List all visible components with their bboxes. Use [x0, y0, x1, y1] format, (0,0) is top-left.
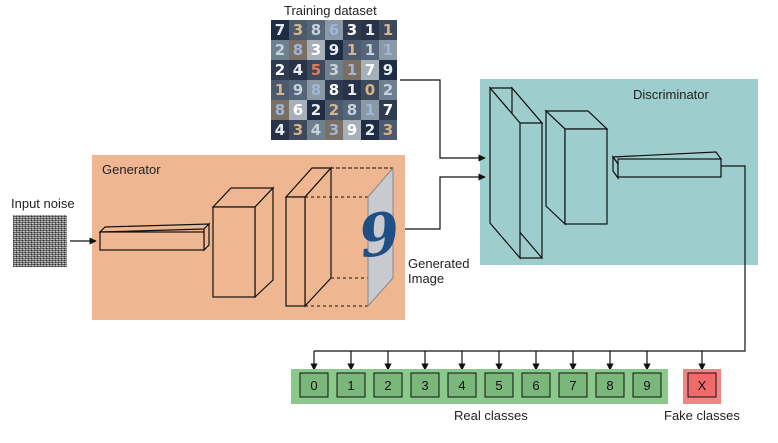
input-noise-image: [13, 215, 67, 267]
real-class-box: [595, 372, 625, 398]
dataset-tile: 3: [325, 120, 343, 140]
real-class-label: 1: [347, 378, 354, 393]
real-class-label: 6: [532, 378, 539, 393]
generated-image-label: Generated Image: [408, 256, 469, 286]
dataset-tile: 9: [343, 120, 361, 140]
real-class-label: 0: [310, 378, 317, 393]
generated-image-label-line1: Generated: [408, 256, 470, 271]
dataset-tile: 1: [361, 20, 379, 40]
input-noise-label: Input noise: [11, 196, 75, 211]
dataset-tile: 2: [271, 60, 289, 80]
fake-class-label: X: [698, 378, 707, 393]
dataset-tile: 4: [289, 60, 307, 80]
dataset-tile: 1: [361, 100, 379, 120]
dataset-tile: 3: [379, 120, 397, 140]
projection-lines: [305, 167, 393, 307]
dataset-tile: 2: [271, 40, 289, 60]
dataset-tile: 8: [343, 100, 361, 120]
dataset-tile: 4: [271, 120, 289, 140]
dataset-tile: 9: [325, 40, 343, 60]
dataset-tile: 7: [361, 60, 379, 80]
dataset-tile: 1: [271, 80, 289, 100]
dataset-tile: 1: [361, 40, 379, 60]
real-class-box: [632, 372, 662, 398]
real-class-box: [447, 372, 477, 398]
discriminator-output-layer: [611, 151, 723, 180]
generator-input-layer: [98, 222, 211, 252]
real-classes-label: Real classes: [454, 408, 528, 423]
dataset-tile: 1: [343, 80, 361, 100]
fake-classes-label: Fake classes: [664, 408, 740, 423]
dataset-tile: 3: [343, 20, 361, 40]
training-dataset-label: Training dataset: [284, 3, 377, 18]
dataset-tile: 7: [379, 100, 397, 120]
real-class-box: [484, 372, 514, 398]
real-class-label: 9: [643, 378, 650, 393]
dataset-tile: 8: [307, 20, 325, 40]
output-route: [314, 165, 746, 352]
real-class-label: 8: [606, 378, 613, 393]
real-class-box: [373, 372, 403, 398]
generator-label: Generator: [102, 162, 161, 177]
dataset-tile: 3: [289, 120, 307, 140]
dataset-tile: 8: [325, 80, 343, 100]
dataset-tile: 9: [289, 80, 307, 100]
dataset-tile: 1: [343, 40, 361, 60]
generated-image: 9: [355, 166, 404, 308]
dataset-tile: 9: [379, 60, 397, 80]
dataset-tile: 1: [343, 60, 361, 80]
dataset-tile: 6: [325, 20, 343, 40]
real-class-box: [558, 372, 588, 398]
dataset-tile: 8: [307, 80, 325, 100]
dataset-tile: 2: [361, 120, 379, 140]
discriminator-label: Discriminator: [633, 87, 709, 102]
generator-output-layer: [284, 166, 333, 308]
real-class-label: 4: [458, 378, 465, 393]
discriminator-input-layer: [488, 86, 544, 260]
dataset-tile: 3: [289, 20, 307, 40]
real-class-label: 7: [569, 378, 576, 393]
dataset-tile: 7: [271, 20, 289, 40]
real-class-box: [336, 372, 366, 398]
generator-hidden-cube: [211, 186, 275, 299]
dataset-tile: 2: [379, 80, 397, 100]
real-class-label: 3: [421, 378, 428, 393]
discriminator-hidden-cube: [544, 109, 609, 226]
dataset-tile: 2: [307, 100, 325, 120]
arrow-generated-to-discriminator: [405, 173, 486, 230]
dataset-tile: 5: [307, 60, 325, 80]
fake-class-box: [687, 372, 717, 398]
generated-image-label-line2: Image: [408, 271, 445, 286]
dataset-tile: 0: [361, 80, 379, 100]
real-class-box: [299, 372, 329, 398]
real-class-box: [410, 372, 440, 398]
dataset-tile: 6: [289, 100, 307, 120]
dataset-tile: 8: [271, 100, 289, 120]
dataset-tile: 1: [379, 40, 397, 60]
dataset-tile: 2: [325, 100, 343, 120]
dataset-tile: 3: [307, 40, 325, 60]
dataset-tile: 4: [307, 120, 325, 140]
arrow-dataset-to-discriminator: [400, 79, 486, 162]
real-class-box: [521, 372, 551, 398]
real-class-label: 2: [384, 378, 391, 393]
dataset-tile: 8: [289, 40, 307, 60]
real-class-label: 5: [495, 378, 502, 393]
real-class-boxes: 0 1 2 3 4 5 6 7 8 9: [299, 372, 662, 398]
dataset-tile: 3: [325, 60, 343, 80]
class-arrows: [310, 351, 706, 371]
dataset-tile: 1: [379, 20, 397, 40]
generated-digit: 9: [355, 199, 404, 272]
